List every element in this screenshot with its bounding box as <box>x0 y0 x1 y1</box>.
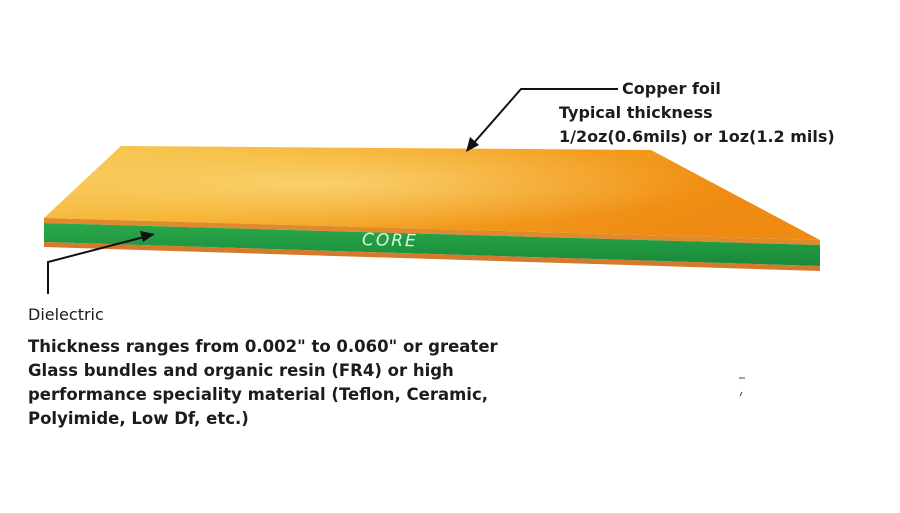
dielectric-arrowhead <box>140 231 155 242</box>
dielectric-line-3: performance speciality material (Teflon,… <box>28 385 488 404</box>
copper-foil-line-2: 1/2oz(0.6mils) or 1oz(1.2 mils) <box>559 127 835 146</box>
dielectric-line-1: Thickness ranges from 0.002" to 0.060" o… <box>28 337 498 356</box>
dielectric-core-layer <box>44 223 820 266</box>
copper-foil-title: Copper foil <box>622 79 721 98</box>
dielectric-line-4: Polyimide, Low Df, etc.) <box>28 409 249 428</box>
copper-foil-arrowhead <box>466 137 479 152</box>
core-label: CORE <box>362 230 418 251</box>
copper-bottom-edge <box>44 242 820 271</box>
copper-foil-line-1: Typical thickness <box>559 103 713 122</box>
stray-mark <box>739 391 743 397</box>
dielectric-title: Dielectric <box>28 305 104 324</box>
dielectric-line-2: Glass bundles and organic resin (FR4) or… <box>28 361 454 380</box>
copper-foil-shine <box>44 146 820 240</box>
dielectric-leader-line <box>47 235 149 294</box>
copper-top-edge <box>44 218 820 245</box>
copper-foil-leader-line <box>471 88 618 146</box>
